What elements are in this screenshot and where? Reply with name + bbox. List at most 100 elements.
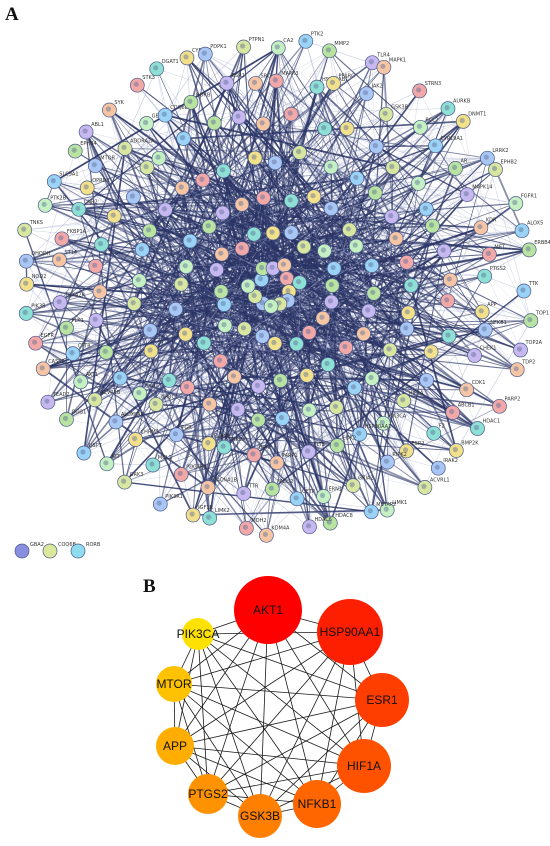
panel-b-nodes: AKT1HSP90AA1ESR1HIF1ANFKB1GSK3BPTGS2APPM… <box>156 576 409 838</box>
network-edge <box>353 387 361 435</box>
network-node <box>403 278 419 293</box>
node-circle <box>292 275 307 290</box>
network-node <box>92 284 108 300</box>
hub-node-circle <box>182 618 214 650</box>
node-label: PTK2 <box>311 31 324 37</box>
node-structure-glyph <box>320 247 327 253</box>
node-structure-glyph <box>326 519 332 525</box>
node-structure-glyph <box>471 351 477 358</box>
panel-a-nodes: TTKTOP1TOP2ATDP2PARP2HDAC1BMP2KIRAK2ACVR… <box>17 31 550 543</box>
hub-edge <box>207 631 351 795</box>
node-circle <box>324 294 339 310</box>
node-circle <box>117 474 132 490</box>
network-node: IGF1R <box>185 505 214 523</box>
node-structure-glyph <box>82 128 88 134</box>
node-structure-glyph <box>343 125 349 131</box>
hub-node-circle <box>156 727 194 765</box>
node-circle <box>514 223 530 239</box>
node-structure-glyph <box>165 376 171 382</box>
network-edge <box>463 121 482 228</box>
node-structure-glyph <box>350 384 357 390</box>
network-node <box>213 284 229 299</box>
network-edge <box>168 102 192 381</box>
node-structure-glyph <box>287 110 293 116</box>
node-structure-glyph <box>388 213 394 219</box>
node-structure-glyph <box>102 348 108 354</box>
network-node <box>349 170 365 186</box>
network-edge <box>96 230 523 321</box>
node-structure-glyph <box>217 288 223 294</box>
network-node <box>94 237 109 252</box>
node-label: AR <box>461 158 468 164</box>
node-label: AKT1 <box>86 372 99 378</box>
network-node: PGR <box>169 425 192 443</box>
node-circle <box>173 467 189 482</box>
node-structure-glyph <box>278 414 285 421</box>
node-structure-glyph <box>328 281 334 288</box>
network-node <box>240 278 256 294</box>
node-circle <box>289 336 304 352</box>
node-label: RORB <box>196 92 211 98</box>
network-node <box>151 150 167 166</box>
node-structure-glyph <box>370 289 376 295</box>
network-node <box>202 396 217 412</box>
node-circle <box>18 253 34 269</box>
network-node <box>283 193 299 209</box>
node-label: KDR <box>486 218 497 224</box>
node-label: HSP90AA1 <box>365 424 391 430</box>
node-circle <box>269 455 285 471</box>
node-circle <box>201 436 217 451</box>
node-circle <box>65 346 81 361</box>
network-node <box>267 155 283 171</box>
node-circle <box>134 242 150 258</box>
node-structure-glyph <box>50 178 56 184</box>
node-label: CDK2 <box>342 436 356 442</box>
node-label: F2 <box>439 423 445 429</box>
node-structure-glyph <box>300 243 306 249</box>
network-node <box>296 239 312 255</box>
hub-node-circle <box>355 673 409 727</box>
hub-node-label: AKT1 <box>253 603 283 617</box>
network-node: TTK <box>516 281 539 299</box>
node-label: CYP19A1 <box>441 136 463 142</box>
node-circle <box>230 402 246 417</box>
isolated-node <box>70 543 86 559</box>
network-node <box>265 225 281 241</box>
node-structure-glyph <box>199 176 205 182</box>
node-label: METAP2 <box>376 502 396 508</box>
node-structure-glyph <box>473 424 480 431</box>
network-node: TOP2A <box>513 340 543 358</box>
node-circle <box>363 504 379 520</box>
network-node: STRN3 <box>412 81 441 99</box>
node-structure-glyph <box>110 212 116 218</box>
node-circle <box>246 447 262 463</box>
node-structure-glyph <box>234 405 240 412</box>
node-structure-glyph <box>372 143 378 149</box>
node-label: SRC <box>261 73 271 79</box>
node-structure-glyph <box>440 247 446 253</box>
node-structure-glyph <box>259 264 265 271</box>
node-structure-glyph <box>368 59 374 65</box>
network-node: MET <box>482 244 506 262</box>
node-label: ACVRL1 <box>430 477 450 483</box>
node-structure-glyph <box>477 224 483 230</box>
network-edge <box>133 196 500 407</box>
node-structure-glyph <box>451 164 458 170</box>
node-structure-glyph <box>146 227 152 233</box>
network-node: HDAC1 <box>470 419 500 436</box>
network-edge <box>372 62 376 193</box>
network-node: ESR2 <box>399 441 425 459</box>
network-edge <box>105 157 256 353</box>
node-structure-glyph <box>520 287 526 293</box>
node-structure-glyph <box>356 430 362 436</box>
network-edge <box>192 343 205 516</box>
node-circle <box>283 193 299 209</box>
node-circle <box>301 444 316 460</box>
node-circle <box>46 174 62 189</box>
network-node: AURKB <box>440 99 471 116</box>
node-structure-glyph <box>271 159 277 165</box>
node-label: IRAK2 <box>443 458 458 464</box>
node-circle <box>448 161 463 176</box>
node-structure-glyph <box>133 81 139 87</box>
network-node <box>283 225 299 241</box>
